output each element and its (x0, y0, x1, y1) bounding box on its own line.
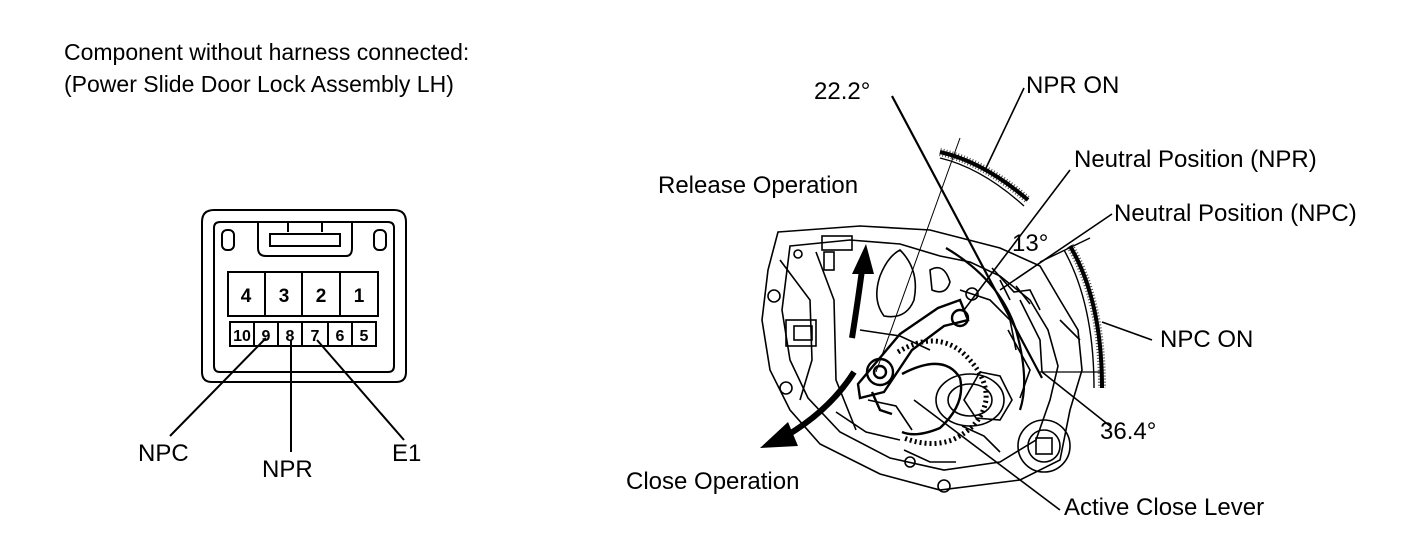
door-lock-mechanism (761, 225, 1083, 493)
angle-36-leader (1041, 371, 1111, 427)
pin-label: 7 (311, 328, 320, 345)
connector-bottom-row-pins: 10 9 8 7 6 5 (233, 328, 368, 345)
pin-label: 1 (354, 286, 365, 307)
connector-leader-lines (169, 337, 405, 452)
angle-22-label: 22.2° (814, 78, 871, 105)
angle-13-label: 13° (1012, 230, 1049, 257)
component-title: Component without harness connected: (64, 39, 470, 65)
pin-label: 9 (262, 328, 271, 345)
npr-callout: NPR (262, 456, 313, 483)
release-operation-arrow (849, 244, 874, 339)
angle-reference-lines (875, 95, 1100, 411)
pin-label: 6 (336, 328, 345, 345)
mechanism-leader-lines (913, 87, 1153, 511)
component-subtitle: (Power Slide Door Lock Assembly LH) (64, 71, 454, 97)
active-close-lever (856, 298, 989, 446)
npr-on-arc (939, 148, 1031, 207)
npr-on-leader (985, 87, 1025, 169)
neutral-npc-label: Neutral Position (NPC) (1114, 200, 1357, 227)
release-operation-label: Release Operation (658, 172, 859, 199)
pin-label: 8 (286, 328, 295, 345)
npc-on-leader (1101, 321, 1153, 341)
pin-label: 3 (279, 286, 290, 307)
connector-housing (201, 209, 407, 383)
npc-callout: NPC (138, 440, 189, 467)
e1-callout: E1 (392, 440, 422, 467)
npc-on-label: NPC ON (1160, 326, 1254, 353)
connector-top-row-pins: 4 3 2 1 (241, 286, 365, 307)
neutral-npr-label: Neutral Position (NPR) (1074, 146, 1317, 173)
npc-on-arc (1063, 243, 1106, 389)
close-operation-label: Close Operation (626, 468, 800, 495)
pin-label: 2 (316, 286, 327, 307)
npr-position-arc (945, 247, 1026, 411)
neutral-npc-leader (999, 213, 1113, 291)
pin-label: 4 (241, 286, 252, 307)
e1-leader-line (316, 339, 405, 441)
npc-leader-line (169, 337, 267, 437)
neutral-npr-leader (963, 169, 1071, 311)
thin-reference-line (875, 137, 961, 373)
pin-label: 10 (233, 328, 251, 345)
npr-on-label: NPR ON (1026, 72, 1120, 99)
angle-36-label: 36.4° (1100, 418, 1157, 445)
active-close-lever-leader (913, 399, 1061, 511)
close-operation-arrow (760, 370, 857, 448)
active-close-lever-label: Active Close Lever (1064, 494, 1265, 521)
pin-label: 5 (360, 328, 369, 345)
